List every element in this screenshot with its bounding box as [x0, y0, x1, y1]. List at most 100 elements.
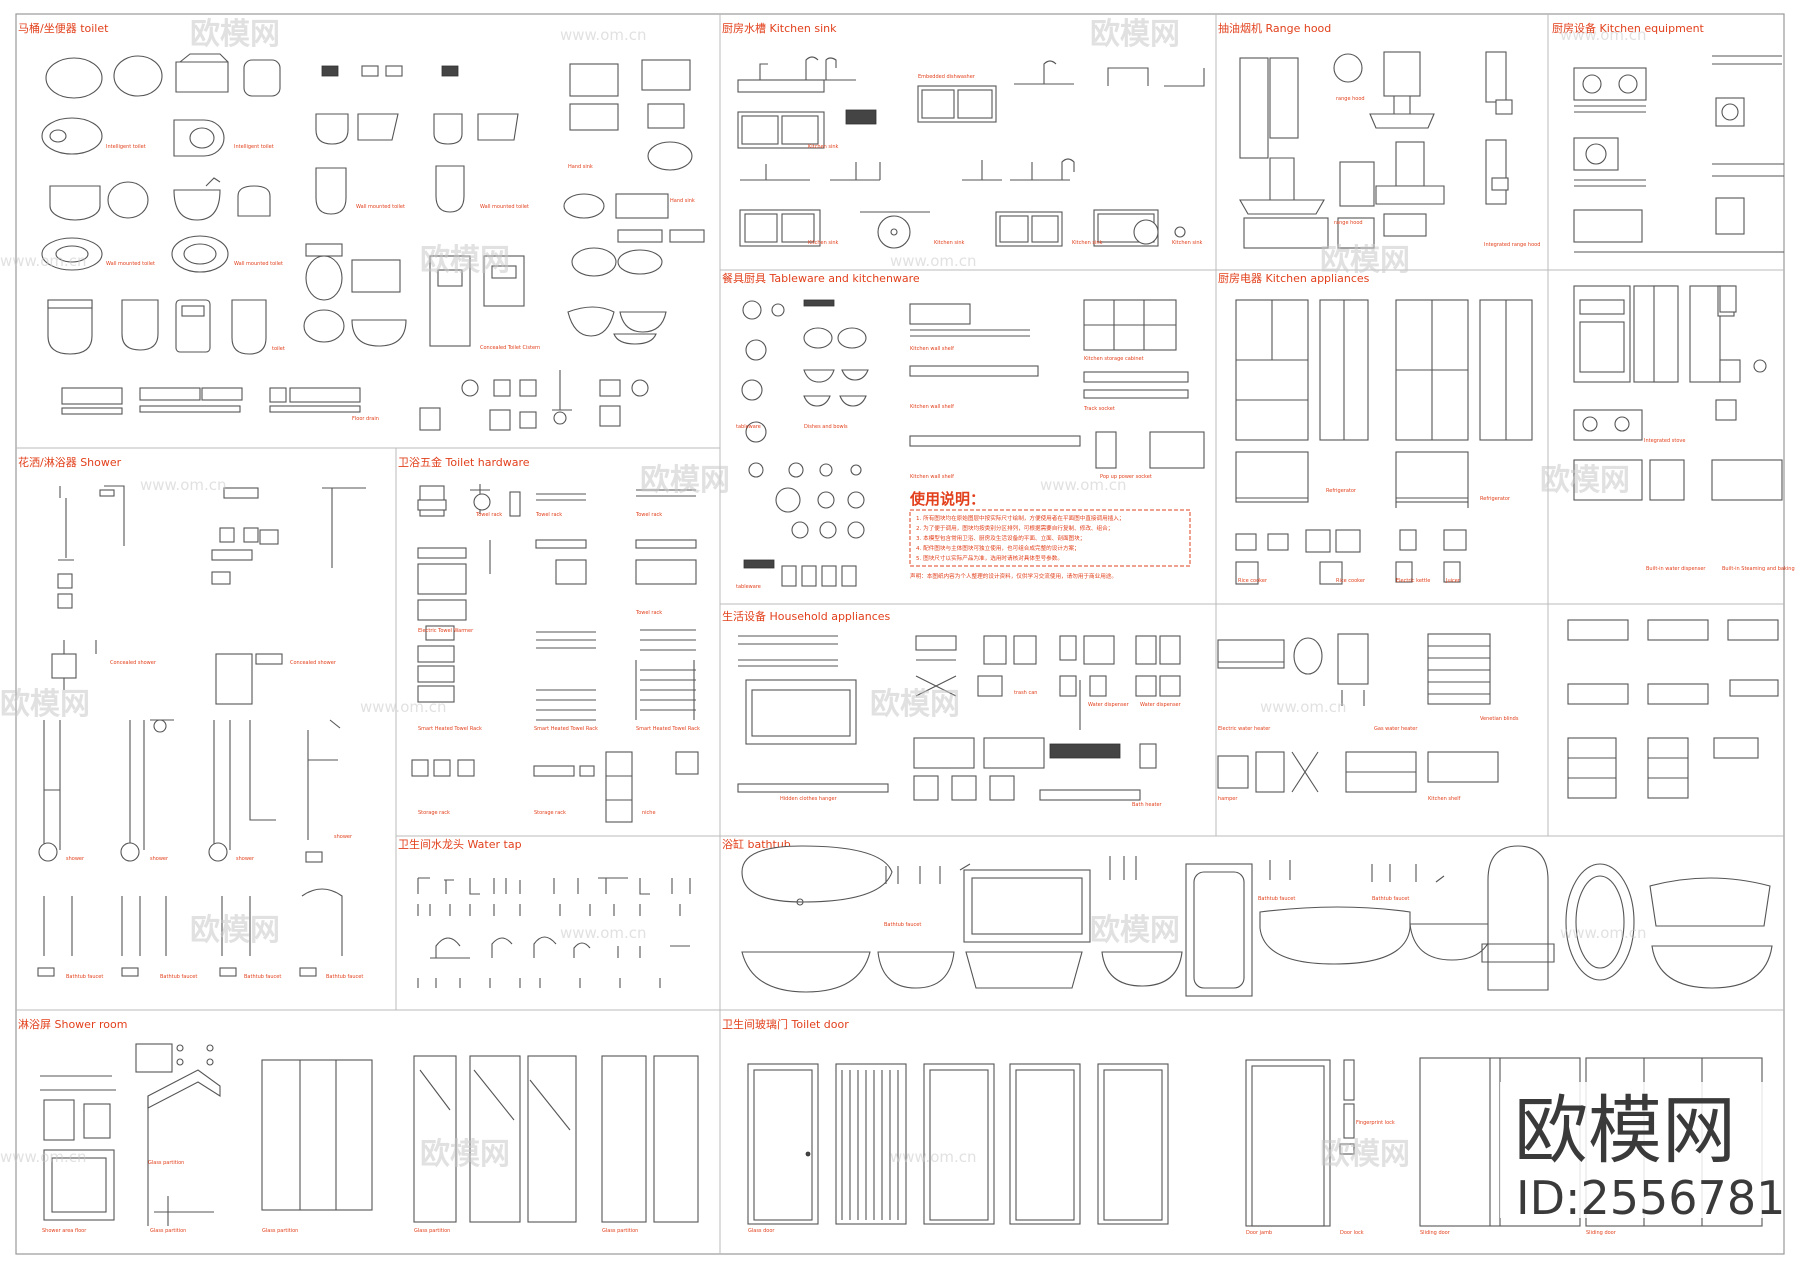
svg-text:Built-in Steaming and baking: Built-in Steaming and baking [1722, 566, 1795, 572]
watermark-url: www.om.cn [1040, 476, 1127, 494]
svg-text:Sliding door: Sliding door [1586, 1230, 1617, 1236]
tableware-blocks [741, 299, 1205, 587]
svg-text:Kitchen sink: Kitchen sink [934, 240, 965, 246]
watermark-url: www.om.cn [360, 698, 447, 716]
watermark-name: 欧模网 [1540, 463, 1630, 498]
svg-text:Hand sink: Hand sink [568, 164, 593, 170]
section-dividers [16, 14, 1784, 1254]
svg-text:Hand sink: Hand sink [670, 198, 695, 204]
watermark-name: 欧模网 [1090, 17, 1180, 52]
svg-text:range hood: range hood [1336, 96, 1365, 102]
kitchen-appliances-blocks [1235, 299, 1533, 585]
watermark-name: 欧模网 [1320, 243, 1410, 278]
svg-text:Floor drain: Floor drain [352, 416, 379, 422]
shower-room-blocks [40, 1043, 699, 1226]
kitchen-equipment-labels: Integrated stove Built-in water dispense… [1644, 438, 1795, 572]
toilet-hardware-blocks [411, 484, 699, 823]
svg-text:Sliding door: Sliding door [1420, 1230, 1451, 1236]
svg-text:Towel rack: Towel rack [535, 512, 562, 518]
tableware-labels: tableware tableware Dishes and bowls Kit… [736, 346, 1152, 590]
svg-text:Refrigerator: Refrigerator [1326, 488, 1357, 494]
svg-text:Glass partition: Glass partition [602, 1228, 638, 1234]
usage-box [909, 509, 1191, 567]
watermark-name: 欧模网 [0, 687, 90, 722]
section-title-toilet-door: 卫生间玻璃门 Toilet door [722, 1017, 849, 1031]
range-hood-blocks [1239, 51, 1513, 249]
svg-text:Wall mounted toilet: Wall mounted toilet [106, 261, 155, 267]
svg-text:Water dispenser: Water dispenser [1140, 702, 1182, 708]
svg-text:Bathtub faucet: Bathtub faucet [1258, 896, 1295, 902]
svg-text:Concealed shower: Concealed shower [290, 660, 337, 666]
svg-text:Wall mounted toilet: Wall mounted toilet [356, 204, 405, 210]
svg-text:tableware: tableware [736, 424, 761, 430]
watermark-name: 欧模网 [640, 463, 730, 498]
kitchen-shelves-blocks [1567, 619, 1779, 799]
watermark-name: 欧模网 [420, 1137, 510, 1172]
svg-text:Bathtub faucet: Bathtub faucet [884, 922, 921, 928]
kitchen-equipment-blocks [1573, 55, 1784, 501]
watermark-name: 欧模网 [190, 17, 280, 52]
svg-text:range hood: range hood [1334, 220, 1363, 226]
toilet-hardware-labels: Towel rack Towel rack Towel rack Towel r… [418, 512, 700, 816]
section-title-water-tap: 卫生间水龙头 Water tap [398, 837, 522, 851]
svg-text:shower: shower [66, 856, 85, 862]
svg-text:Refrigerator: Refrigerator [1480, 496, 1511, 502]
household-right-labels: Electric water heater Gas water heater V… [1218, 716, 1519, 802]
svg-text:Electric water heater: Electric water heater [1218, 726, 1271, 732]
bathtub-blocks [741, 845, 1773, 997]
svg-text:Glass partition: Glass partition [414, 1228, 450, 1234]
svg-text:Smart Heated Towel Rack: Smart Heated Towel Rack [636, 726, 700, 732]
svg-text:Electric kettle: Electric kettle [1396, 578, 1430, 584]
toilet-labels: Intelligent toilet Intelligent toilet Wa… [106, 144, 695, 422]
svg-text:Glass partition: Glass partition [148, 1160, 184, 1166]
section-title-shower-room: 淋浴屏 Shower room [18, 1018, 127, 1031]
usage-line: 1. 所有图块均在原始图层中按实际尺寸绘制，方便使用者在平面图中直接调用插入； [916, 514, 1125, 522]
toilet-door-labels: Glass door Fingerprint lock Door jamb Do… [748, 1120, 1617, 1236]
usage-line: 4. 配件图块与主体图块可独立使用，也可组合成完整的设计方案； [916, 544, 1080, 552]
svg-text:Storage rack: Storage rack [534, 810, 566, 816]
svg-text:Bathtub faucet: Bathtub faucet [160, 974, 197, 980]
svg-text:Smart Heated Towel Rack: Smart Heated Towel Rack [534, 726, 598, 732]
range-hood-labels: range hood range hood Integrated range h… [1334, 96, 1540, 248]
svg-text:Storage rack: Storage rack [418, 810, 450, 816]
svg-text:Door lock: Door lock [1340, 1230, 1364, 1236]
shower-room-labels: Shower area floor Glass partition Glass … [42, 1160, 638, 1234]
section-title-kitchen-equipment: 厨房设备 Kitchen equipment [1552, 21, 1705, 35]
watermark-name: 欧模网 [420, 243, 510, 278]
svg-text:Towel rack: Towel rack [475, 512, 502, 518]
svg-text:Towel rack: Towel rack [635, 512, 662, 518]
water-tap-blocks [417, 877, 691, 988]
svg-text:Pop up power socket: Pop up power socket [1100, 474, 1152, 480]
svg-text:Kitchen shelf: Kitchen shelf [1428, 796, 1461, 802]
svg-text:Rice cooker: Rice cooker [1238, 578, 1268, 584]
svg-text:Integrated range hood: Integrated range hood [1484, 242, 1540, 248]
section-title-toilet-hardware: 卫浴五金 Toilet hardware [398, 455, 530, 469]
logo-id: ID:2556781 [1516, 1171, 1785, 1225]
svg-text:Bathtub faucet: Bathtub faucet [244, 974, 281, 980]
svg-text:Bath heater: Bath heater [1132, 802, 1163, 808]
toilet-blocks [41, 53, 705, 431]
usage-line: 3. 本模型包含常用卫浴、厨房及生活设备的平面、立面、剖面图块； [916, 534, 1085, 542]
svg-text:Door jamb: Door jamb [1246, 1230, 1272, 1236]
svg-text:Bathtub faucet: Bathtub faucet [326, 974, 363, 980]
svg-text:Bathtub faucet: Bathtub faucet [66, 974, 103, 980]
bathtub-labels: Bathtub faucet Bathtub faucet Bathtub fa… [884, 896, 1409, 928]
svg-text:shower: shower [150, 856, 169, 862]
kitchen-sink-labels: Embedded dishwasher Kitchen sink Kitchen… [808, 74, 1203, 246]
svg-text:Towel rack: Towel rack [635, 610, 662, 616]
watermark-url: www.om.cn [140, 476, 227, 494]
section-titles: 马桶/坐便器 toilet 厨房水槽 Kitchen sink 抽油烟机 Ran… [18, 21, 1705, 1031]
svg-text:shower: shower [334, 834, 353, 840]
watermark-url: www.om.cn [560, 26, 647, 44]
section-title-range-hood: 抽油烟机 Range hood [1218, 21, 1331, 35]
svg-text:Glass door: Glass door [748, 1228, 775, 1234]
watermark-name: 欧模网 [1320, 1137, 1410, 1172]
watermark-url: www.om.cn [560, 924, 647, 942]
watermark-url: www.om.cn [890, 252, 977, 270]
svg-text:Kitchen wall shelf: Kitchen wall shelf [910, 474, 954, 480]
svg-text:Kitchen sink: Kitchen sink [1172, 240, 1203, 246]
household-appliances-blocks [737, 635, 1181, 801]
watermark-name: 欧模网 [190, 913, 280, 948]
svg-text:Kitchen wall shelf: Kitchen wall shelf [910, 404, 954, 410]
